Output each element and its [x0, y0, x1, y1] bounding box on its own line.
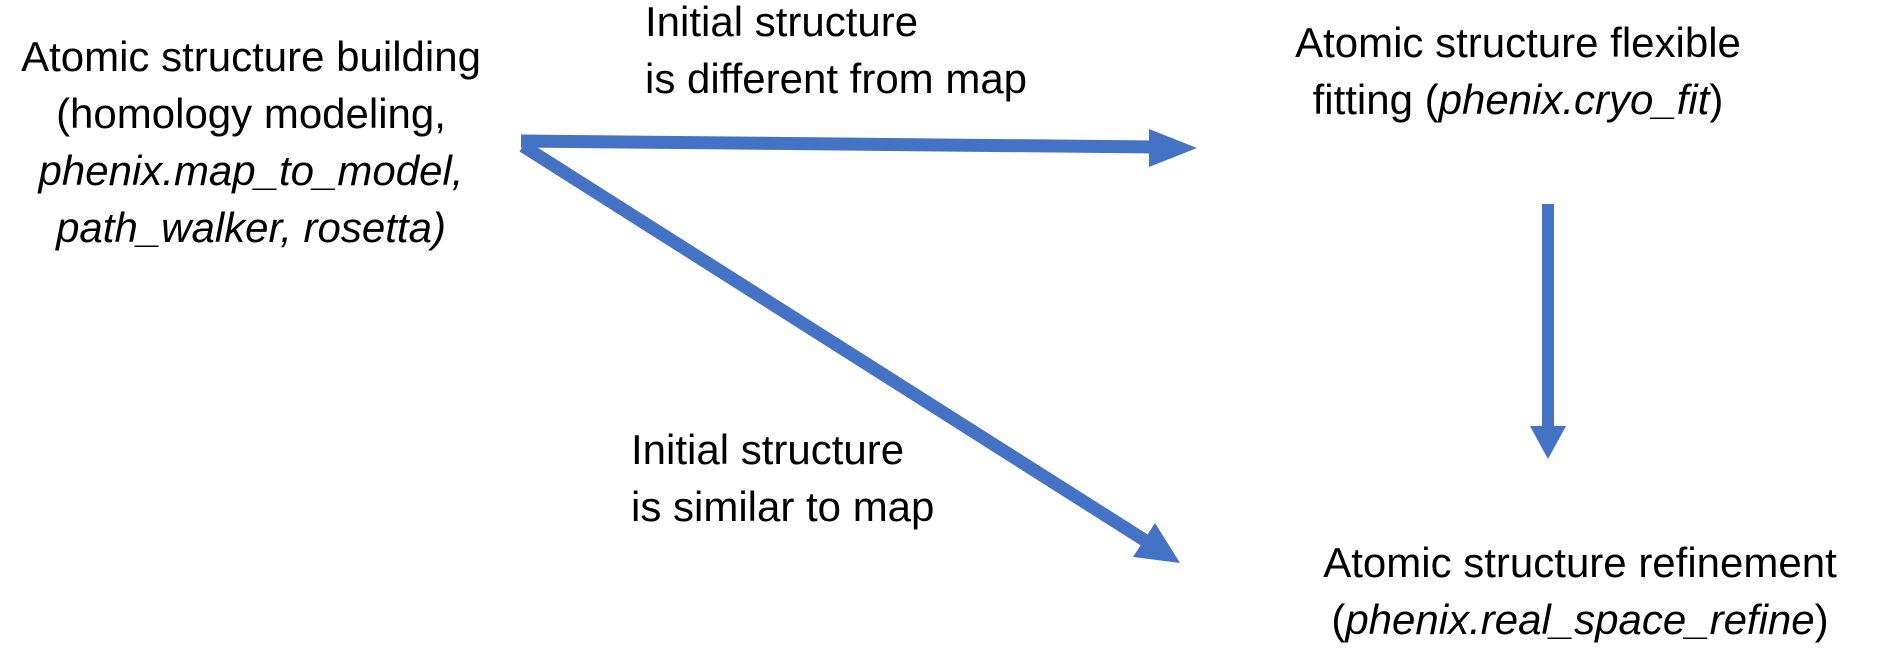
node-atomic-structure-refinement: Atomic structure refinement (phenix.real… — [1276, 534, 1884, 648]
node-fitting-line1: Atomic structure flexible — [1295, 19, 1741, 66]
edge-label-similar-line1: Initial structure — [631, 426, 905, 473]
node-atomic-structure-building: Atomic structure building (homology mode… — [0, 28, 502, 256]
edge-label-different-line2: is different from map — [645, 55, 1028, 102]
node-refinement-line2-pre: ( — [1331, 596, 1346, 643]
edge-label-different-from-map: Initial structure is different from map — [645, 0, 1027, 107]
node-fitting-line2: fitting (phenix.cryo_fit) — [1257, 71, 1779, 128]
node-refinement-line2-italic: phenix.real_space_refine — [1345, 596, 1815, 643]
node-fitting-line2-post: ) — [1709, 76, 1724, 123]
edge-label-similar-to-map: Initial structure is similar to map — [631, 421, 934, 535]
arrow-building-to-refinement-icon — [519, 140, 1180, 563]
node-fitting-line2-pre: fitting ( — [1312, 76, 1439, 123]
edge-label-similar-line2: is similar to map — [631, 483, 935, 530]
arrow-fitting-to-refinement-icon — [1530, 204, 1566, 459]
node-building-line4: path_walker, rosetta) — [56, 204, 446, 251]
node-fitting-line2-italic: phenix.cryo_fit — [1438, 76, 1710, 123]
edge-label-different-line1: Initial structure — [645, 0, 919, 45]
node-refinement-line2: (phenix.real_space_refine) — [1276, 591, 1884, 648]
node-refinement-line1: Atomic structure refinement — [1323, 539, 1837, 586]
arrow-building-to-fitting-icon — [520, 129, 1197, 167]
node-building-line1: Atomic structure building — [21, 33, 481, 80]
node-refinement-line2-post: ) — [1814, 596, 1829, 643]
node-building-line3: phenix.map_to_model, — [38, 147, 464, 194]
node-building-line2: (homology modeling, — [56, 90, 446, 137]
node-atomic-structure-flexible-fitting: Atomic structure flexible fitting (pheni… — [1257, 14, 1779, 128]
